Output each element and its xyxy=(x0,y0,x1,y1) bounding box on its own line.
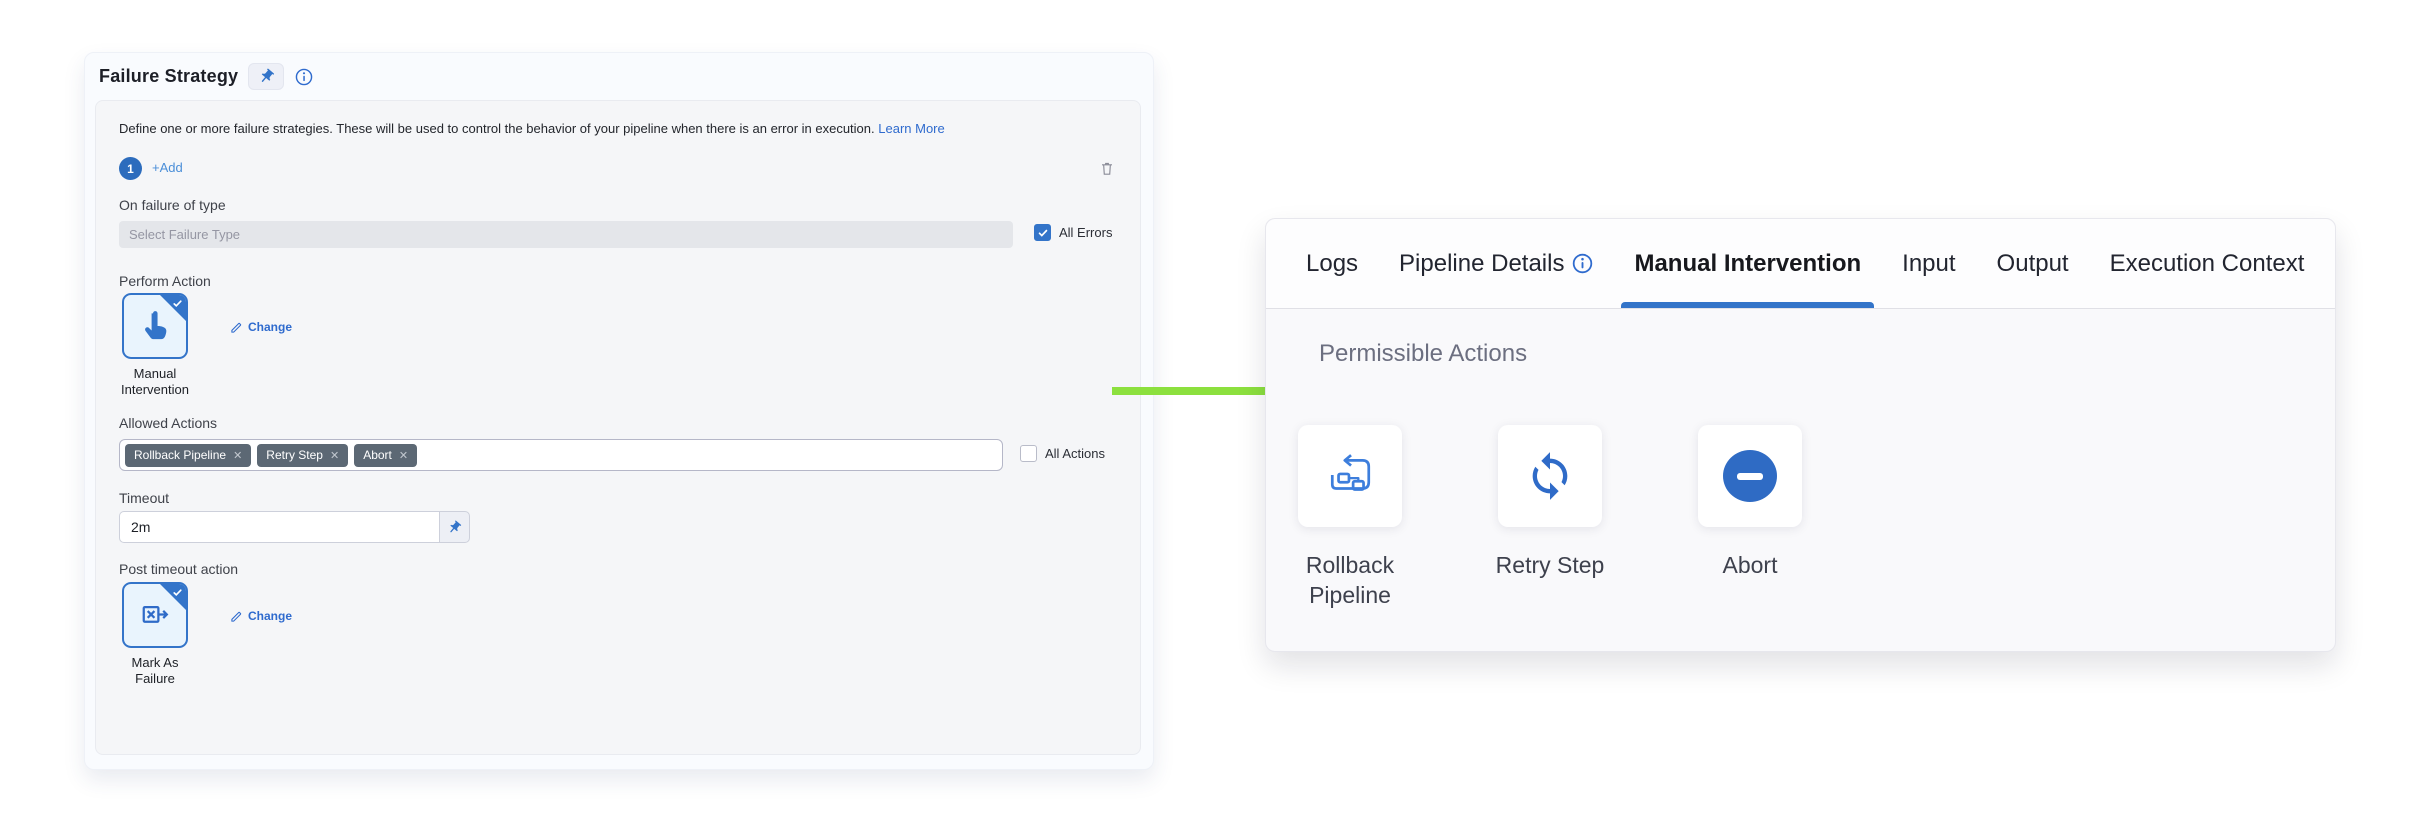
strategy-description: Define one or more failure strategies. T… xyxy=(119,121,1099,136)
info-icon[interactable] xyxy=(294,67,314,87)
manual-intervention-body: Permissible Actions xyxy=(1266,310,2335,651)
failure-strategy-panel: Failure Strategy Define one or more fail… xyxy=(84,52,1154,770)
add-strategy-button[interactable]: +Add xyxy=(152,160,183,175)
tab-label: Pipeline Details xyxy=(1399,249,1565,277)
strategy-number-chip[interactable]: 1 xyxy=(119,157,142,180)
perform-action-label: Perform Action xyxy=(119,273,211,289)
on-failure-label: On failure of type xyxy=(119,197,226,213)
tag-rollback-pipeline[interactable]: Rollback Pipeline ✕ xyxy=(125,443,252,467)
tab-logs[interactable]: Logs xyxy=(1306,219,1358,308)
tab-label: Output xyxy=(1996,249,2069,277)
corner-check-icon xyxy=(173,300,182,307)
rollback-pipeline-card[interactable] xyxy=(1298,425,1402,527)
post-timeout-action-name: Mark As Failure xyxy=(131,655,179,686)
tab-input[interactable]: Input xyxy=(1902,219,1955,308)
box-x-arrow-icon xyxy=(142,606,169,623)
green-arrow-shaft xyxy=(1112,387,1298,395)
all-actions-label: All Actions xyxy=(1045,446,1105,461)
tag-remove-icon[interactable]: ✕ xyxy=(329,449,340,462)
failure-strategy-header: Failure Strategy xyxy=(99,63,314,90)
perform-action-card[interactable] xyxy=(122,293,188,359)
tag-label: Abort xyxy=(363,448,392,462)
perform-action-name: Manual Intervention xyxy=(121,366,189,397)
panel-title: Failure Strategy xyxy=(99,66,239,86)
all-actions-checkbox[interactable]: All Actions xyxy=(1020,445,1105,462)
pencil-icon xyxy=(231,611,242,622)
retry-step-card[interactable] xyxy=(1498,425,1602,527)
change-perform-action-button[interactable]: Change xyxy=(230,320,292,334)
corner-check-icon xyxy=(173,589,182,596)
tab-manual-intervention[interactable]: Manual Intervention xyxy=(1621,219,1874,308)
flowchart-return-icon xyxy=(1330,454,1371,491)
tab-execution-context[interactable]: Execution Context xyxy=(2110,219,2305,308)
post-timeout-label: Post timeout action xyxy=(119,561,239,577)
checkbox-unchecked-icon xyxy=(1020,445,1037,462)
checkbox-checked-icon xyxy=(1034,224,1051,241)
abort-label: Abort xyxy=(1722,552,1778,578)
retry-step-label: Retry Step xyxy=(1495,552,1605,578)
timeout-field-group xyxy=(119,511,470,543)
learn-more-link[interactable]: Learn More xyxy=(878,121,945,136)
description-text: Define one or more failure strategies. T… xyxy=(119,121,875,136)
tag-remove-icon[interactable]: ✕ xyxy=(233,449,243,462)
tab-bar: Logs Pipeline Details Manual Interventio… xyxy=(1266,219,2335,309)
delete-strategy-button[interactable] xyxy=(1096,157,1118,179)
pin-button[interactable] xyxy=(248,63,285,90)
hand-pointer-icon xyxy=(145,311,167,340)
allowed-actions-label: Allowed Actions xyxy=(119,415,218,431)
failure-strategy-card: Define one or more failure strategies. T… xyxy=(95,100,1141,755)
circle-minus-icon xyxy=(1723,450,1777,502)
pushpin-icon xyxy=(450,520,462,532)
pencil-icon xyxy=(231,322,242,333)
all-errors-label: All Errors xyxy=(1059,225,1113,240)
tab-label: Logs xyxy=(1306,249,1359,277)
info-circle-icon xyxy=(1573,253,1593,274)
allowed-actions-input[interactable]: Rollback Pipeline ✕ Retry Step ✕ Abort ✕ xyxy=(119,439,1003,471)
abort-card[interactable] xyxy=(1698,425,1802,527)
tag-abort[interactable]: Abort ✕ xyxy=(354,443,418,467)
tag-remove-icon[interactable]: ✕ xyxy=(398,449,409,462)
tag-label: Retry Step xyxy=(266,448,323,462)
tab-label: Execution Context xyxy=(2109,249,2305,277)
tab-pipeline-details[interactable]: Pipeline Details xyxy=(1399,219,1593,308)
tag-label: Rollback Pipeline xyxy=(134,448,227,462)
pushpin-icon xyxy=(261,68,274,82)
change-label: Change xyxy=(248,609,293,623)
rollback-pipeline-label: Rollback Pipeline xyxy=(1305,552,1395,608)
change-label: Change xyxy=(248,320,293,334)
tab-label: Input xyxy=(1902,249,1956,277)
manual-intervention-panel: Logs Pipeline Details Manual Interventio… xyxy=(1265,218,2336,652)
timeout-pin-button[interactable] xyxy=(439,511,470,543)
tab-label: Manual Intervention xyxy=(1634,249,1862,277)
post-timeout-action-card[interactable] xyxy=(122,582,188,648)
sync-arrows-icon xyxy=(1532,452,1568,500)
failure-type-select[interactable] xyxy=(119,221,1013,248)
permissible-actions-title: Permissible Actions xyxy=(1319,340,1528,367)
all-errors-checkbox[interactable]: All Errors xyxy=(1034,224,1112,241)
timeout-label: Timeout xyxy=(119,490,170,506)
timeout-input[interactable] xyxy=(119,511,439,543)
tag-retry-step[interactable]: Retry Step ✕ xyxy=(257,443,349,467)
trash-icon xyxy=(1102,162,1112,175)
tab-output[interactable]: Output xyxy=(1997,219,2069,308)
change-post-timeout-button[interactable]: Change xyxy=(230,609,292,623)
